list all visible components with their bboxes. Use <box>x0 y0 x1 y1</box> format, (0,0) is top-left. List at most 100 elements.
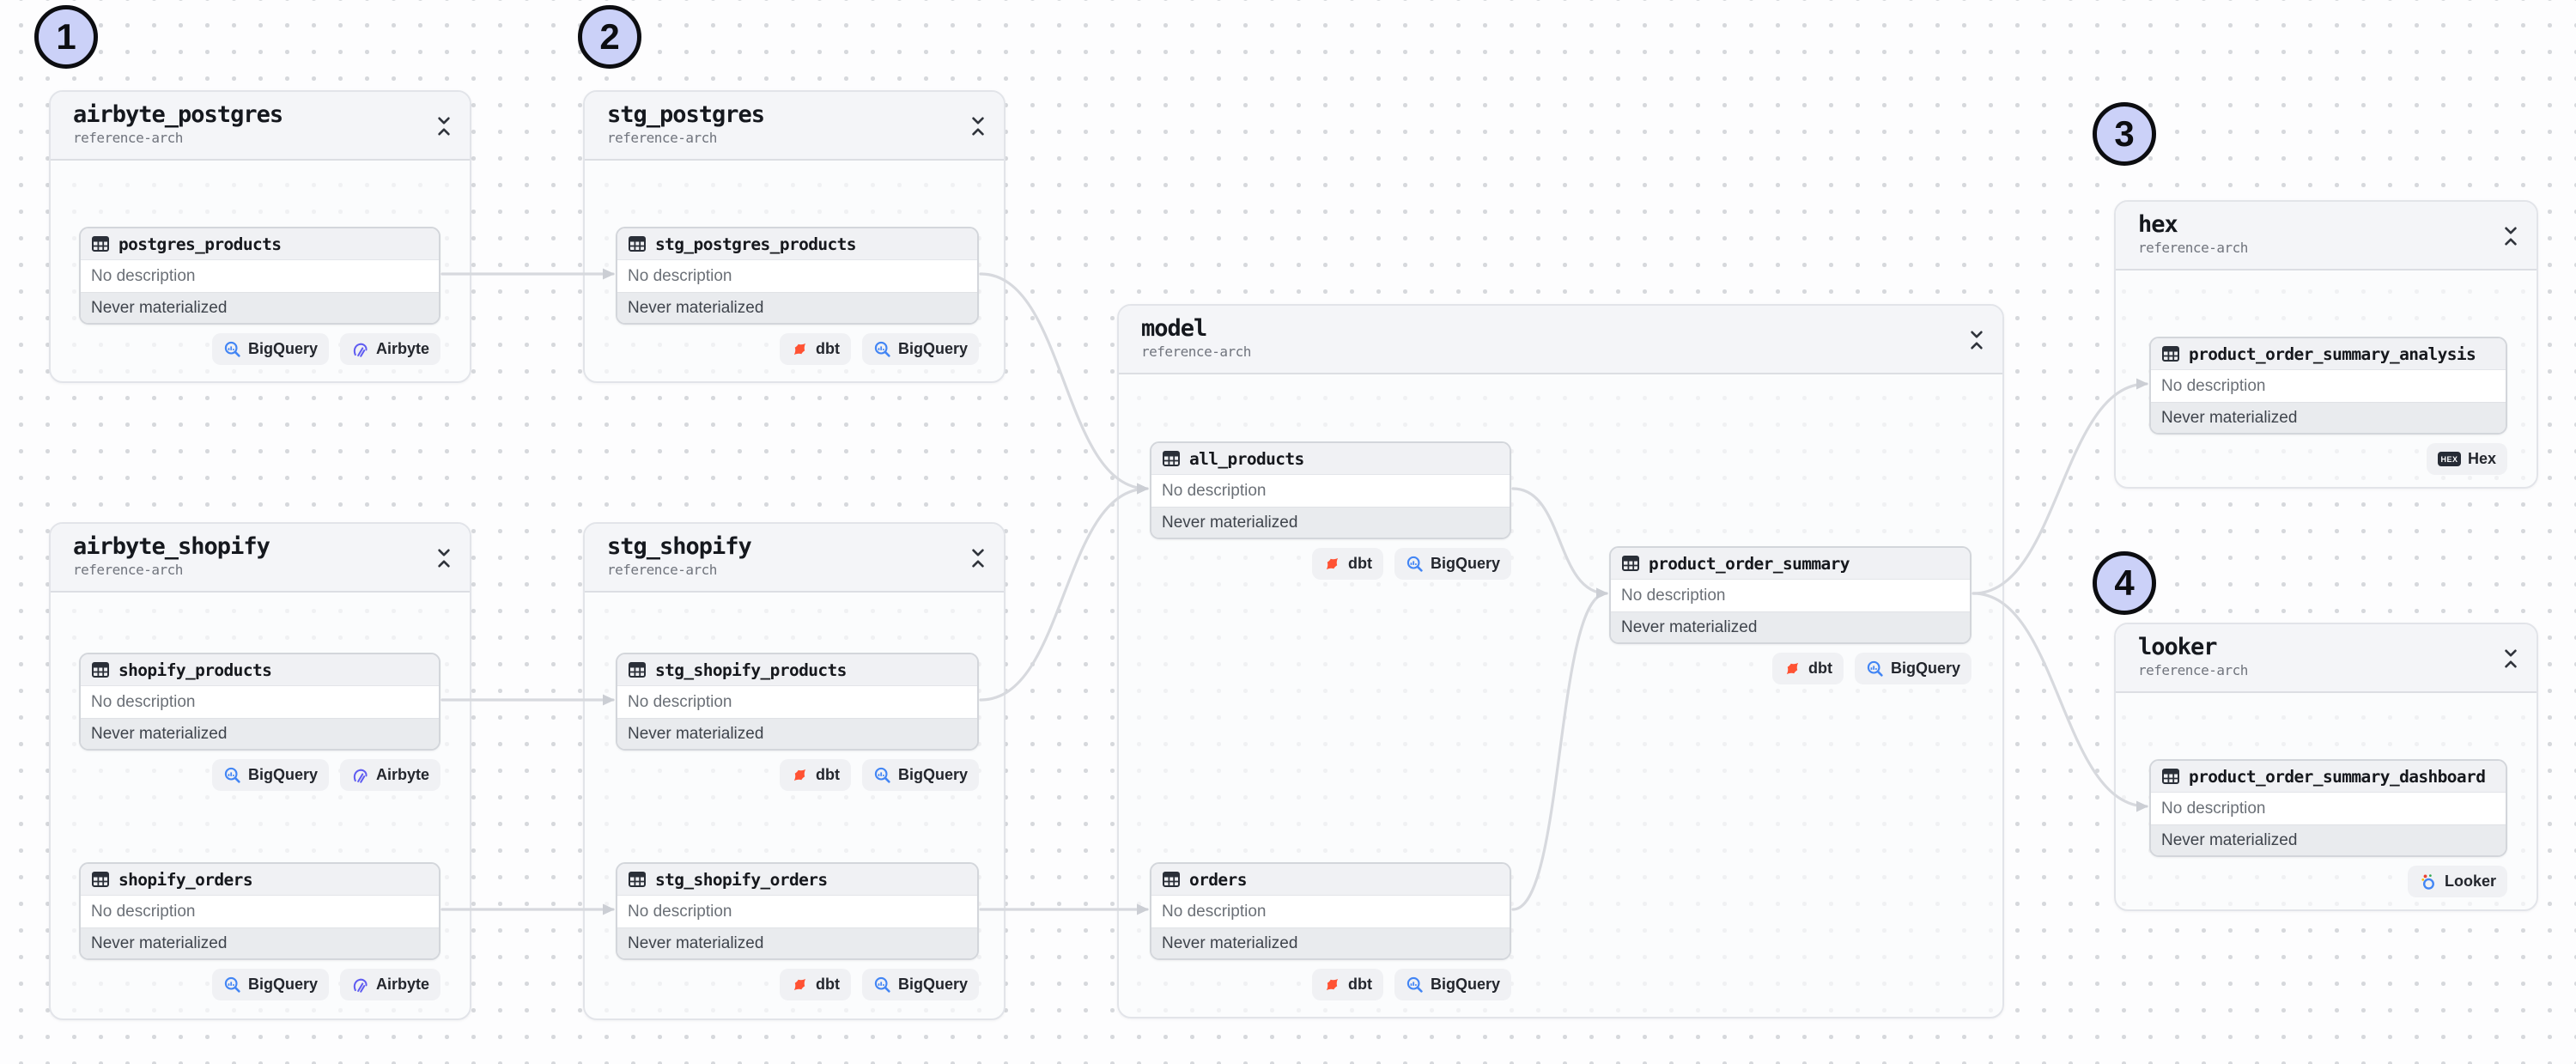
asset-node-header: all_products <box>1151 443 1510 475</box>
step-marker-3: 3 <box>2093 102 2156 166</box>
asset-materialization-status: Never materialized <box>81 927 439 958</box>
asset-name: stg_shopify_orders <box>655 869 828 890</box>
airbyte-badge: Airbyte <box>339 969 440 1000</box>
airbyte-icon <box>351 766 369 784</box>
asset-description: No description <box>81 686 439 718</box>
table-icon <box>627 234 647 254</box>
asset-name: orders <box>1189 869 1247 890</box>
collapse-group-button[interactable] <box>968 114 988 138</box>
bigquery-icon <box>223 766 241 784</box>
badge-label: BigQuery <box>247 766 318 783</box>
collapse-group-button[interactable] <box>968 546 988 570</box>
badge-label: BigQuery <box>1430 976 1500 993</box>
asset-description: No description <box>617 686 977 718</box>
collapse-group-button[interactable] <box>1966 328 1987 352</box>
collapse-group-button[interactable] <box>434 546 454 570</box>
collapse-group-button[interactable] <box>2500 224 2521 248</box>
asset-node-header: orders <box>1151 864 1510 896</box>
group-subtitle: reference-arch <box>2138 662 2248 678</box>
asset-materialization-status: Never materialized <box>1151 927 1510 958</box>
asset-materialization-status: Never materialized <box>2151 824 2506 855</box>
bigquery-badge: BigQuery <box>1854 653 1971 684</box>
asset-node-header: product_order_summary <box>1611 548 1970 580</box>
asset-badges-product_order_summary_dashboard: Looker <box>2149 866 2507 897</box>
hex-icon: HEX <box>2437 452 2461 466</box>
asset-badges-postgres_products: BigQuery Airbyte <box>79 333 440 365</box>
badge-label: BigQuery <box>897 976 968 993</box>
asset-materialization-status: Never materialized <box>617 718 977 749</box>
bigquery-icon <box>223 340 241 358</box>
group-title: stg_shopify <box>607 533 752 560</box>
asset-materialization-status: Never materialized <box>617 292 977 323</box>
collapse-icon <box>434 115 453 137</box>
badge-label: Airbyte <box>375 766 429 783</box>
badge-label: BigQuery <box>897 766 968 783</box>
asset-description: No description <box>1151 896 1510 927</box>
badge-label: BigQuery <box>897 340 968 357</box>
dbt-badge: dbt <box>1771 653 1844 684</box>
asset-description: No description <box>81 896 439 927</box>
asset-name: product_order_summary <box>1649 553 1850 574</box>
badge-label: Looker <box>2444 872 2496 890</box>
group-title: stg_postgres <box>607 101 765 128</box>
asset-description: No description <box>1151 475 1510 507</box>
bigquery-badge: BigQuery <box>211 333 329 365</box>
badge-label: dbt <box>815 766 840 783</box>
badge-label: dbt <box>815 340 840 357</box>
asset-description: No description <box>2151 793 2506 824</box>
badge-label: dbt <box>1347 976 1372 993</box>
collapse-group-button[interactable] <box>2500 647 2521 671</box>
collapse-icon <box>2501 648 2520 670</box>
asset-node-header: shopify_products <box>81 654 439 686</box>
group-subtitle: reference-arch <box>607 562 717 578</box>
group-subtitle: reference-arch <box>607 130 717 146</box>
asset-name: shopify_orders <box>118 869 253 890</box>
table-icon <box>1161 869 1182 890</box>
group-subtitle: reference-arch <box>2138 240 2248 256</box>
dbt-icon <box>791 340 809 358</box>
table-icon <box>90 869 111 890</box>
collapse-group-button[interactable] <box>434 114 454 138</box>
dbt-badge: dbt <box>779 759 851 791</box>
collapse-icon <box>434 547 453 569</box>
dbt-icon <box>1323 555 1341 573</box>
group-title: looker <box>2138 634 2218 660</box>
dbt-icon <box>1323 976 1341 994</box>
group-title: hex <box>2138 211 2178 238</box>
asset-badges-stg_shopify_products: dbt BigQuery <box>616 759 979 791</box>
group-title: airbyte_shopify <box>73 533 270 560</box>
table-icon <box>627 869 647 890</box>
badge-label: BigQuery <box>1430 555 1500 572</box>
airbyte-badge: Airbyte <box>339 333 440 365</box>
asset-node-header: postgres_products <box>81 228 439 260</box>
airbyte-icon <box>351 976 369 994</box>
asset-badges-product_order_summary: dbt BigQuery <box>1609 653 1971 684</box>
asset-name: product_order_summary_analysis <box>2189 344 2476 364</box>
badge-label: dbt <box>815 976 840 993</box>
bigquery-badge: BigQuery <box>861 969 979 1000</box>
table-icon <box>1161 448 1182 469</box>
asset-description: No description <box>617 896 977 927</box>
group-header-hex: hex reference-arch <box>2116 202 2537 271</box>
asset-materialization-status: Never materialized <box>81 718 439 749</box>
asset-name: stg_shopify_products <box>655 660 847 680</box>
asset-description: No description <box>1611 580 1970 611</box>
